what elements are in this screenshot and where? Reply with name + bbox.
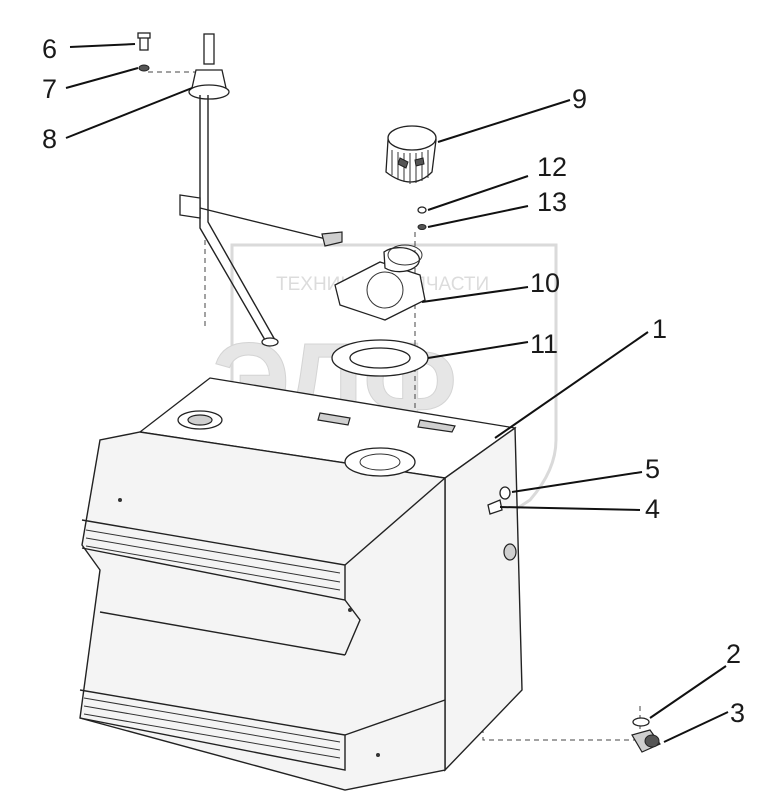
sender-port bbox=[344, 447, 416, 477]
callout-9: 9 bbox=[572, 84, 587, 114]
drain-plug-3 bbox=[631, 729, 661, 753]
callout-3: 3 bbox=[730, 698, 745, 728]
callout-12: 12 bbox=[537, 152, 567, 182]
bolt-6 bbox=[137, 32, 151, 51]
callout-4: 4 bbox=[645, 494, 660, 524]
fitting-4-5 bbox=[487, 486, 511, 515]
screw-12 bbox=[417, 206, 427, 214]
callout-8: 8 bbox=[42, 124, 57, 154]
callout-6: 6 bbox=[42, 34, 57, 64]
washer-13 bbox=[417, 224, 427, 230]
fuel-tank bbox=[79, 377, 523, 791]
sender-flange-10 bbox=[334, 244, 426, 321]
callout-leaders bbox=[65, 43, 729, 743]
fuel-sender-8 bbox=[179, 33, 343, 347]
washer-7 bbox=[138, 64, 150, 72]
callout-10: 10 bbox=[530, 268, 560, 298]
side-fitting bbox=[503, 543, 517, 561]
assembly-dash-lines bbox=[148, 71, 641, 741]
callout-1: 1 bbox=[652, 314, 667, 344]
callout-13: 13 bbox=[537, 187, 567, 217]
callout-labels: 6 7 8 9 12 13 10 11 1 5 4 2 3 bbox=[42, 34, 745, 728]
callout-7: 7 bbox=[42, 74, 57, 104]
callout-5: 5 bbox=[645, 454, 660, 484]
sender-connector bbox=[203, 33, 215, 65]
gasket-11 bbox=[331, 339, 429, 377]
callout-11: 11 bbox=[530, 329, 558, 359]
filler-cap-9 bbox=[385, 125, 437, 184]
callout-2: 2 bbox=[726, 639, 741, 669]
o-ring-2 bbox=[632, 717, 650, 727]
